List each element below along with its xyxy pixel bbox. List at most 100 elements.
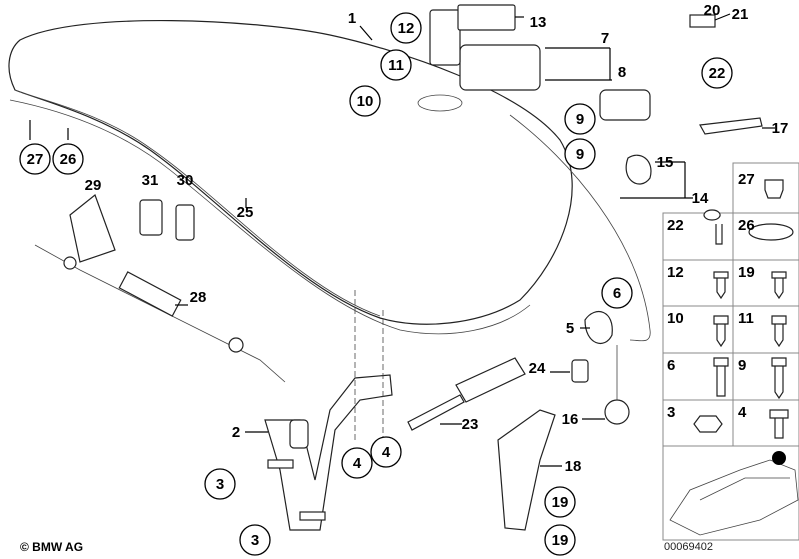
grid-label-6: 6 [667, 357, 675, 374]
callout-21: 21 [732, 6, 749, 23]
callout-number: 25 [237, 204, 254, 221]
callout-number: 24 [529, 360, 546, 377]
callout-27: 27 [19, 143, 51, 175]
callout-number: 2 [232, 424, 240, 441]
grid-label-12: 12 [667, 264, 684, 281]
callout-17: 17 [772, 120, 789, 137]
callout-number: 26 [60, 151, 77, 168]
callout-number: 7 [601, 30, 609, 47]
callout-circle [544, 486, 576, 518]
screw-icons [693, 209, 789, 439]
leader-lines [29, 13, 775, 467]
callout-number: 1 [348, 10, 356, 27]
grid-label-22: 22 [667, 217, 684, 234]
callout-circle [204, 468, 236, 500]
copyright: © BMW AG [20, 540, 84, 554]
callout-circle [52, 143, 84, 175]
callout-number: 19 [552, 494, 569, 511]
callout-3: 3 [204, 468, 236, 500]
callout-8: 8 [618, 64, 626, 81]
callout-number: 30 [177, 172, 194, 189]
callout-circle [701, 57, 733, 89]
callout-23: 23 [462, 416, 479, 433]
callout-circle [564, 138, 596, 170]
callout-26: 26 [52, 143, 84, 175]
callout-number: 4 [353, 455, 362, 472]
callout-number: 8 [618, 64, 626, 81]
callout-number: 19 [552, 532, 569, 549]
callout-7: 7 [601, 30, 609, 47]
callout-2: 2 [232, 424, 240, 441]
callout-19: 19 [544, 486, 576, 518]
callout-9: 9 [564, 138, 596, 170]
grid-label-10: 10 [667, 310, 684, 327]
callout-circle [380, 49, 412, 81]
callout-number: 14 [692, 190, 709, 207]
right-parts [497, 310, 630, 531]
callout-circle [239, 524, 271, 556]
trunk-lid [8, 20, 651, 342]
callout-number: 16 [562, 411, 579, 428]
callout-31: 31 [142, 172, 159, 189]
callout-number: 5 [566, 320, 574, 337]
callout-number: 3 [251, 532, 259, 549]
callout-14: 14 [692, 190, 709, 207]
grid-label-26: 26 [738, 217, 755, 234]
grid-label-19: 19 [738, 264, 755, 281]
callout-number: 18 [565, 458, 582, 475]
callout-number: 12 [398, 20, 415, 37]
left-parts [34, 194, 286, 383]
callout-15: 15 [657, 154, 674, 171]
latch-assembly [429, 4, 763, 185]
callout-16: 16 [562, 411, 579, 428]
grid-label-27: 27 [738, 171, 755, 188]
callout-30: 30 [177, 172, 194, 189]
callout-19: 19 [544, 524, 576, 556]
callout-4: 4 [341, 447, 373, 479]
callout-circle [19, 143, 51, 175]
callout-circle [349, 85, 381, 117]
callout-29: 29 [85, 177, 102, 194]
grid-label-9: 9 [738, 357, 746, 374]
callout-number: 4 [382, 444, 391, 461]
callout-circle [544, 524, 576, 556]
callout-circle [601, 277, 633, 309]
callout-circle [341, 447, 373, 479]
hardware-grid [662, 162, 799, 541]
callout-5: 5 [566, 320, 574, 337]
callout-number: 21 [732, 6, 749, 23]
callout-number: 28 [190, 289, 207, 306]
callout-number: 27 [27, 151, 44, 168]
callout-24: 24 [529, 360, 546, 377]
callout-number: 6 [613, 285, 621, 302]
callout-28: 28 [190, 289, 207, 306]
callout-10: 10 [349, 85, 381, 117]
callout-18: 18 [565, 458, 582, 475]
callout-circle [564, 103, 596, 135]
callout-number: 15 [657, 154, 674, 171]
callout-number: 3 [216, 476, 224, 493]
hinge [264, 290, 393, 531]
callout-number: 23 [462, 416, 479, 433]
callout-3: 3 [239, 524, 271, 556]
grid-label-3: 3 [667, 404, 675, 421]
callout-20: 20 [704, 2, 721, 19]
callout-circle [370, 436, 402, 468]
callout-number: 17 [772, 120, 789, 137]
callout-4: 4 [370, 436, 402, 468]
callout-11: 11 [380, 49, 412, 81]
gas-strut [407, 357, 526, 431]
callout-number: 20 [704, 2, 721, 19]
callout-number: 13 [530, 14, 547, 31]
callout-number: 29 [85, 177, 102, 194]
callout-number: 22 [709, 65, 726, 82]
diagram-code: 00069402 [664, 541, 713, 553]
callout-12: 12 [390, 12, 422, 44]
callout-number: 9 [576, 111, 584, 128]
callout-6: 6 [601, 277, 633, 309]
callout-circle [390, 12, 422, 44]
callout-number: 31 [142, 172, 159, 189]
grid-label-4: 4 [738, 404, 747, 421]
